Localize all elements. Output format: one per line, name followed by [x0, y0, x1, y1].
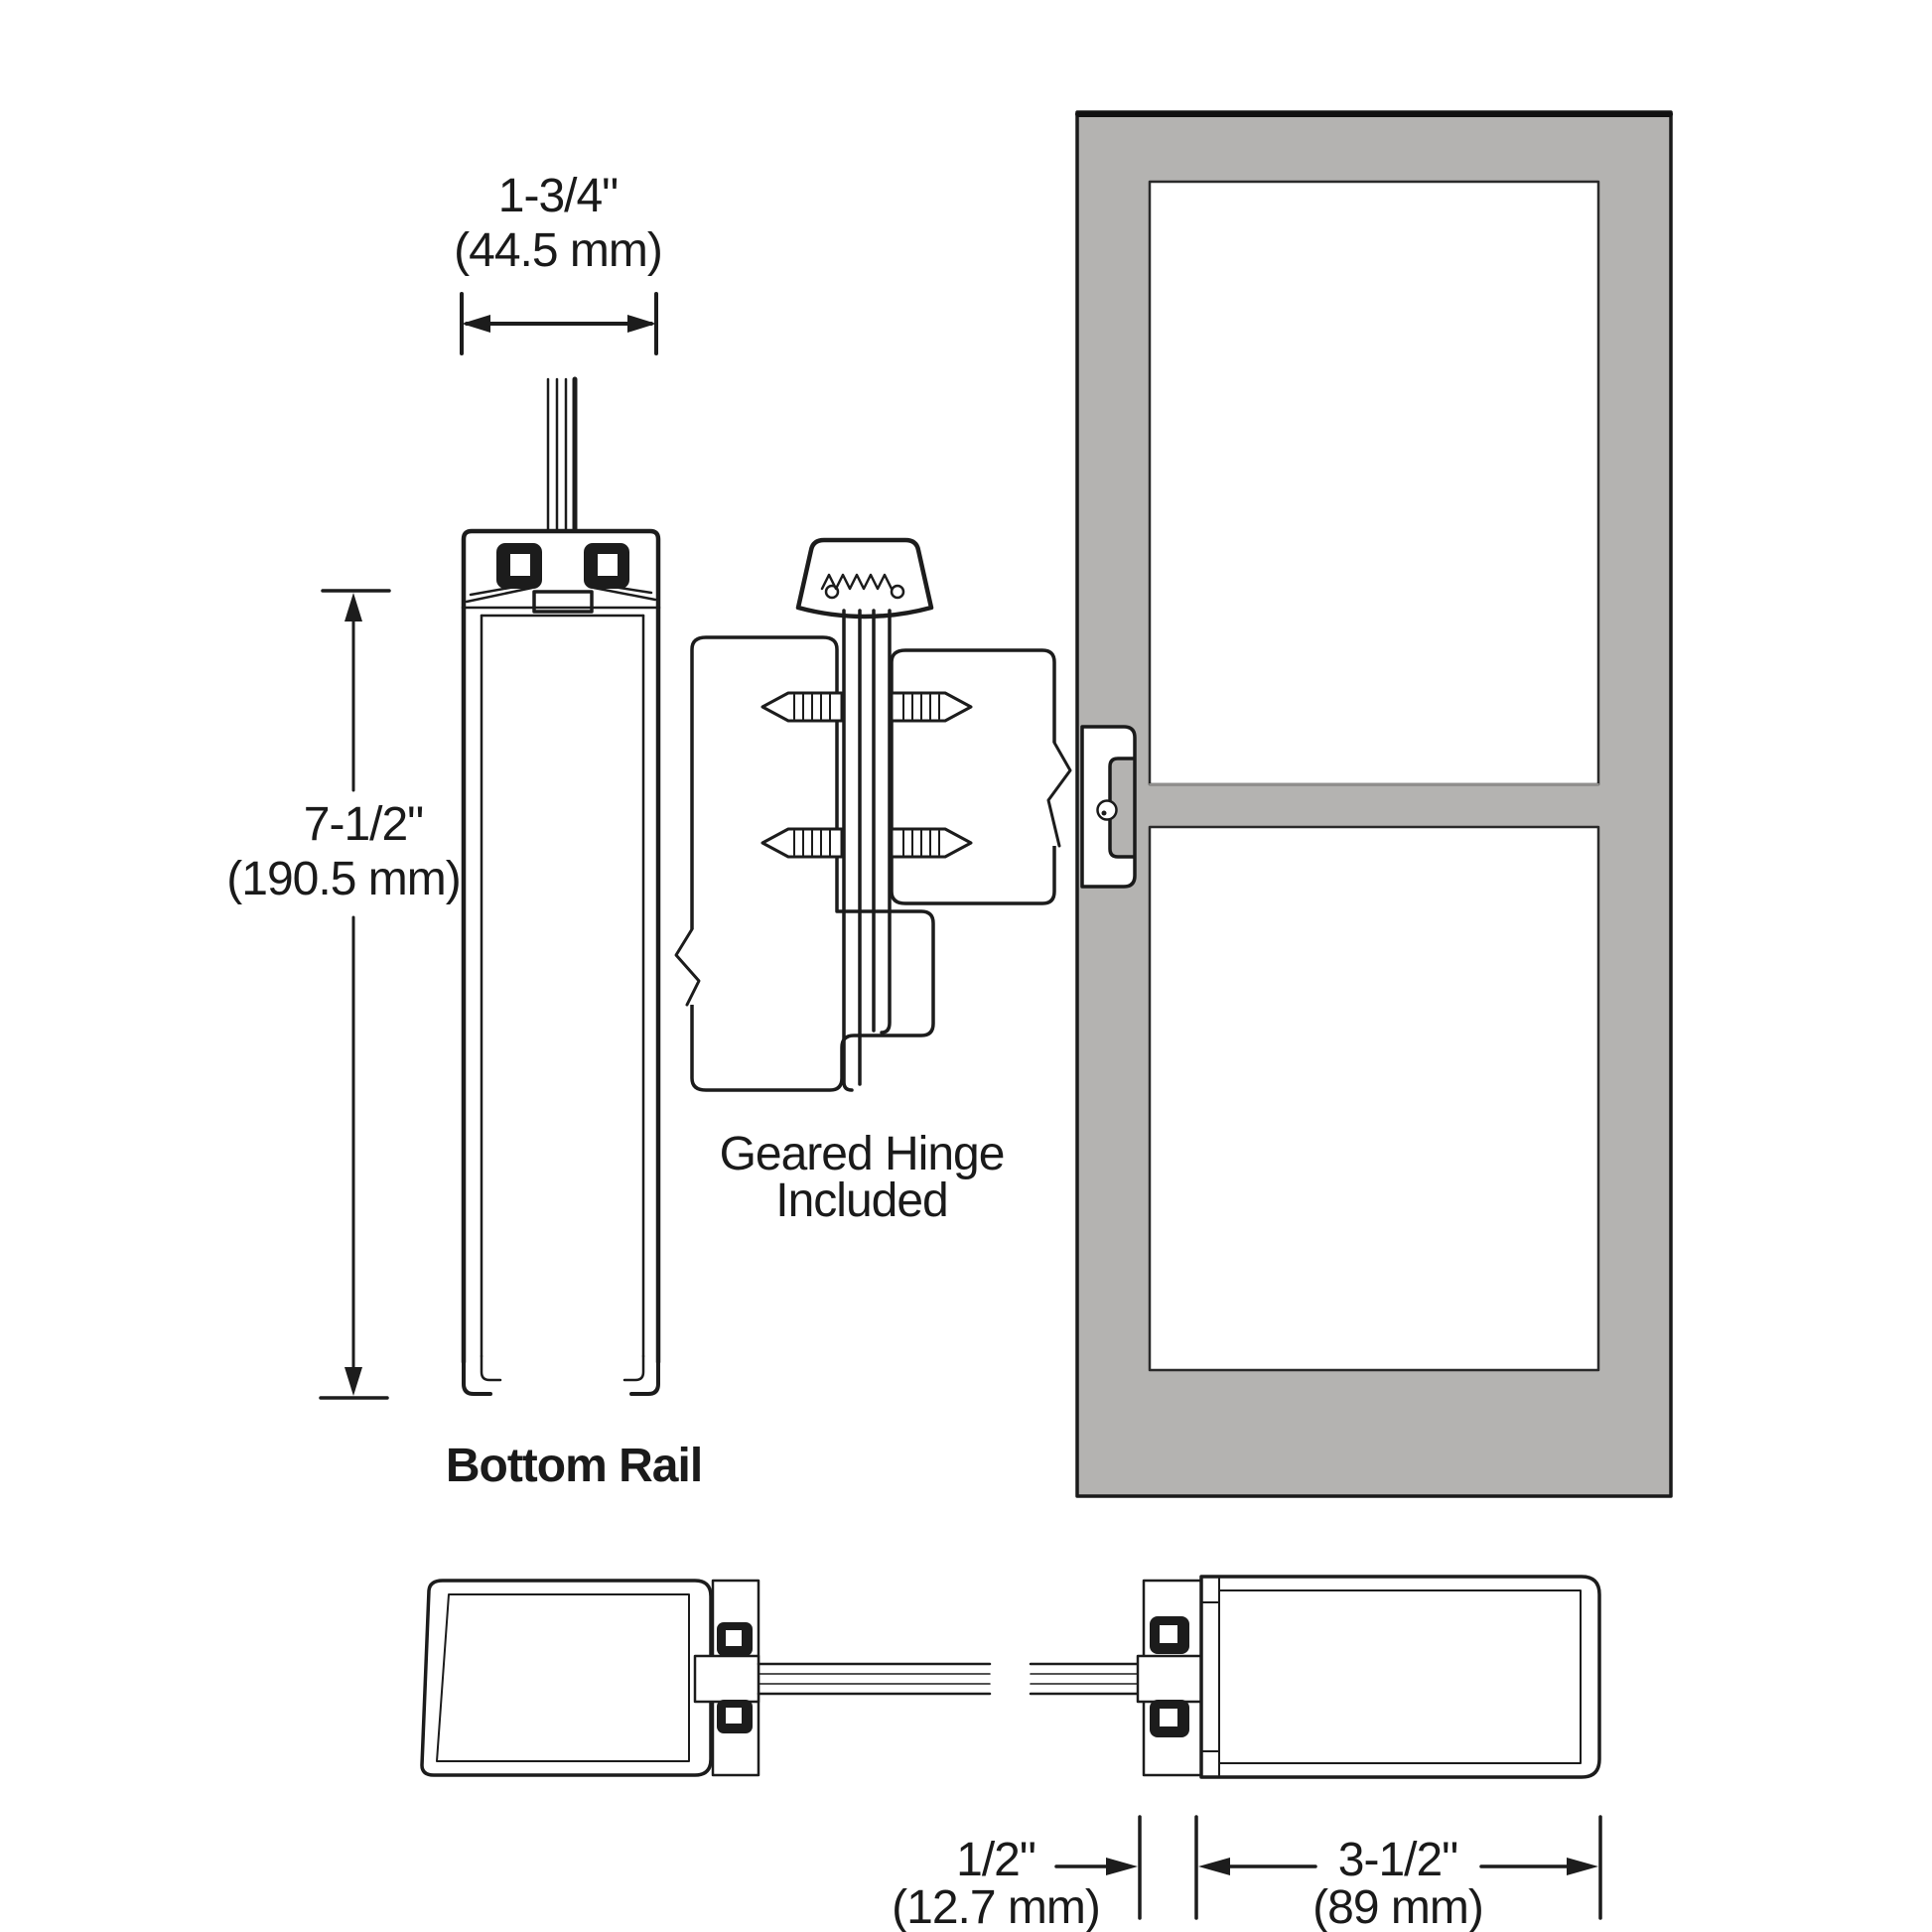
arrowhead-right	[627, 315, 656, 333]
arrowhead-stile-left	[1198, 1858, 1230, 1875]
plan-right-stile	[1199, 1575, 1601, 1779]
label-hinge-line1: Geared Hinge	[719, 1128, 1006, 1180]
clamp-hole-left	[510, 554, 530, 576]
plan-left-profile	[420, 1579, 713, 1777]
hinge-gear-cap	[795, 537, 934, 620]
lock-cylinder	[1096, 799, 1118, 821]
plan-clamp-lb-hole	[726, 1708, 742, 1724]
gasket-right	[592, 582, 657, 602]
hinge-right-leaf	[890, 648, 1056, 905]
break-mask-right	[1045, 743, 1065, 846]
rail-height-dimension	[319, 589, 391, 1400]
label-bottom-rail: Bottom Rail	[445, 1440, 703, 1492]
label-rail-height-inches: 7-1/2"	[303, 798, 424, 851]
label-stile-mm: (89 mm)	[1312, 1881, 1484, 1932]
arrowhead-up	[345, 593, 362, 621]
geared-hinge-section	[674, 537, 1072, 1092]
door-elevation	[1075, 110, 1673, 1498]
gear-curl-left	[824, 584, 840, 600]
plan-left-inner	[436, 1593, 690, 1762]
label-rail-width-mm: (44.5 mm)	[454, 224, 663, 277]
door-glass-bottom	[1148, 825, 1600, 1372]
door-glass-top	[1148, 180, 1600, 786]
gear-teeth	[820, 573, 894, 591]
hinge-leaf-strips	[842, 609, 892, 1092]
break-line-right	[1046, 741, 1072, 848]
arrowhead-left	[462, 315, 490, 333]
label-gap-mm: (12.7 mm)	[892, 1881, 1101, 1932]
rail-body	[461, 605, 661, 1396]
plan-right-glass-stop	[1136, 1654, 1203, 1704]
label-stile-inches: 3-1/2"	[1337, 1834, 1458, 1886]
bottom-rail-section	[461, 376, 661, 1396]
gasket-left	[465, 582, 534, 604]
plan-clamp-lt-hole	[726, 1630, 742, 1646]
label-gap-inches: 1/2"	[956, 1834, 1036, 1886]
stile-notches	[1200, 1578, 1220, 1776]
hinge-screws	[760, 691, 973, 859]
plan-right-stile-inner	[1218, 1589, 1582, 1764]
arrowhead-down	[345, 1367, 362, 1396]
label-rail-height-mm: (190.5 mm)	[226, 853, 461, 905]
plan-glass-lines	[757, 1662, 1146, 1696]
arrowhead-gap-right	[1106, 1858, 1138, 1875]
plan-left-glass-stop	[693, 1654, 760, 1704]
plan-clamp-rb-hole	[1160, 1709, 1177, 1726]
break-line-left	[674, 927, 701, 1007]
gear-curl-right	[890, 584, 905, 600]
label-rail-width-inches: 1-3/4"	[497, 170, 619, 222]
label-hinge-line2: Included	[775, 1174, 948, 1227]
rail-width-dimension	[460, 292, 658, 355]
plan-clamp-rt-hole	[1160, 1625, 1177, 1643]
arrowhead-stile-right	[1567, 1858, 1598, 1875]
cylinder-keyway	[1101, 810, 1107, 816]
clamp-hole-right	[598, 554, 618, 576]
stile-plan-section	[420, 1575, 1601, 1779]
bottom-dimensions	[1054, 1815, 1602, 1920]
